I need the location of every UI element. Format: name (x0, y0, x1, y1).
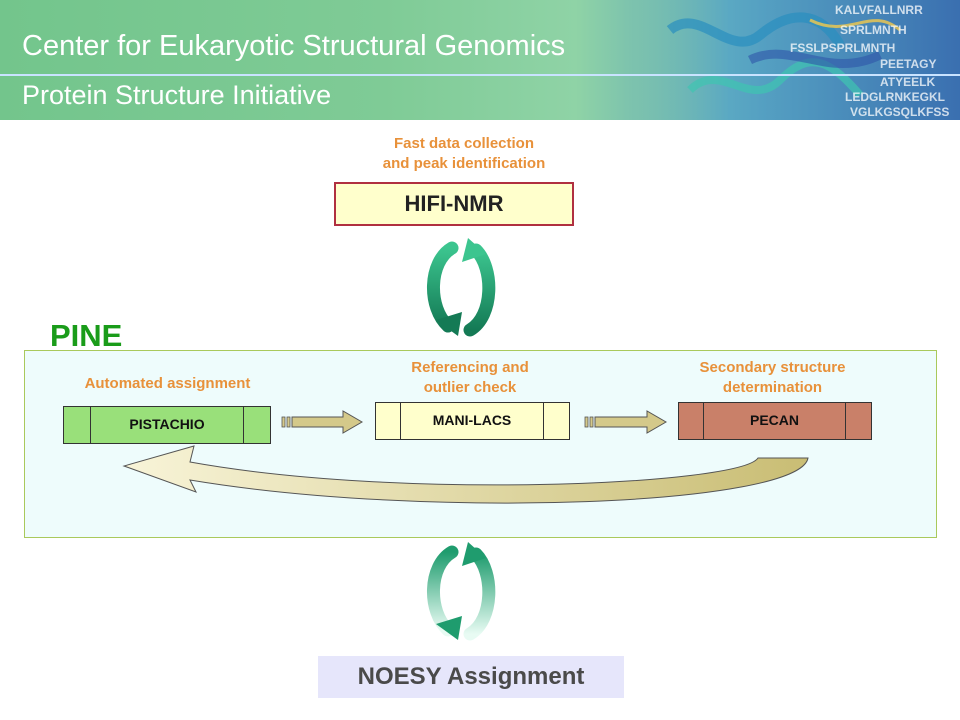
cycle-arrow-up (463, 547, 496, 641)
arrow-manilacs-to-pecan (584, 410, 667, 434)
protein-structure-image: KALVFALLNRR SPRLMNTH FSSLPSPRLMNTH PEETA… (630, 0, 960, 120)
cycle-arrow-up-head (462, 542, 486, 566)
manilacs-label: MANI-LACS (401, 403, 544, 439)
module-segment (376, 403, 401, 439)
pecan-module: PECAN (678, 402, 872, 440)
pine-panel (24, 350, 937, 538)
pistachio-caption: Automated assignment (60, 374, 275, 394)
cycle-arrow-up-head (462, 238, 486, 262)
cycle-arrow-down (427, 241, 459, 333)
module-segment (64, 407, 91, 443)
cycle-arrows-top (427, 238, 496, 337)
pecan-label: PECAN (704, 403, 846, 439)
module-segment (679, 403, 704, 439)
cycle-arrow-down-head (436, 616, 462, 640)
cycle-arrows-bottom (427, 542, 496, 641)
sequence-line: VGLKGSQLKFSS (850, 105, 949, 119)
manilacs-caption-line2: outlier check (423, 379, 517, 396)
pecan-caption-line1: Secondary structure (699, 359, 846, 376)
pistachio-module: PISTACHIO (63, 406, 271, 444)
banner-subtitle: Protein Structure Initiative (22, 80, 332, 110)
sequence-line: SPRLMNTH (840, 23, 907, 37)
manilacs-module: MANI-LACS (375, 402, 570, 440)
hifi-nmr-box: HIFI-NMR (334, 182, 574, 226)
hifi-caption: Fast data collection and peak identifica… (334, 134, 594, 174)
pine-label: PINE (50, 318, 123, 353)
arrow-pistachio-to-manilacs (281, 410, 363, 434)
sequence-line: FSSLPSPRLMNTH (790, 41, 895, 55)
header-banner: KALVFALLNRR SPRLMNTH FSSLPSPRLMNTH PEETA… (0, 0, 960, 120)
sequence-line: LEDGLRNKEGKL (845, 90, 945, 104)
pistachio-label: PISTACHIO (91, 407, 244, 443)
sequence-line: PEETAGY (880, 57, 936, 71)
manilacs-caption-line1: Referencing and (411, 359, 529, 376)
cycle-arrow-up (463, 243, 496, 337)
hifi-caption-line2: and peak identification (382, 155, 546, 172)
manilacs-caption: Referencing and outlier check (375, 358, 565, 398)
cycle-arrow-down-head (436, 312, 462, 336)
sequence-line: KALVFALLNRR (835, 3, 923, 17)
hifi-caption-line1: Fast data collection (393, 135, 535, 152)
pecan-caption: Secondary structure determination (670, 358, 875, 398)
banner-title: Center for Eukaryotic Structural Genomic… (22, 30, 566, 62)
cycle-arrow-down (427, 545, 459, 637)
pistachio-caption-line1: Automated assignment (84, 375, 251, 392)
noesy-assignment-box: NOESY Assignment (318, 656, 624, 698)
banner-divider (0, 74, 960, 76)
sequence-line: ATYEELK (880, 75, 935, 89)
feedback-arrow (122, 445, 809, 504)
pecan-caption-line2: determination (722, 379, 823, 396)
